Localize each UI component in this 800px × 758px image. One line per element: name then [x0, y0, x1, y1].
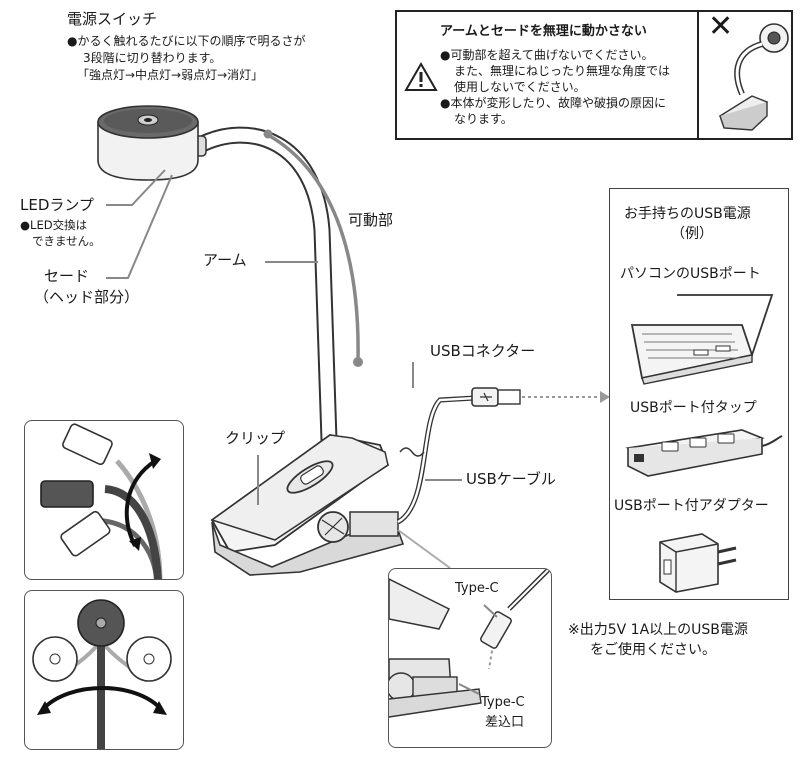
head-tilt-illustration	[40, 423, 163, 579]
usb-cable-label: USBケーブル	[466, 470, 556, 488]
lamp-note-2: できません。	[32, 234, 101, 248]
switch-title: 電源スイッチ	[67, 10, 158, 28]
warning-title: アームとセードを無理に動かさない	[440, 24, 647, 39]
head-tilt-panel	[24, 420, 184, 580]
switch-line-3: 「強点灯→中点灯→弱点灯→消灯」	[77, 68, 264, 82]
arm-label: アーム	[203, 251, 247, 269]
typec-port-label: Type-C	[481, 695, 525, 710]
head-rotate-panel	[24, 590, 184, 750]
power-note-line-2: をご使用ください。	[590, 642, 716, 658]
usb-connector-label: USBコネクター	[430, 342, 536, 360]
shade-sublabel: （ヘッド部分）	[34, 288, 140, 306]
power-note-line-1: ※出力5V 1A以上のUSB電源	[568, 622, 748, 638]
warning-line-1: ●可動部を超えて曲げないでください。	[440, 48, 654, 62]
overbent-lamp-icon	[718, 23, 789, 131]
movable-label: 可動部	[348, 211, 394, 229]
usb-connector	[471, 387, 521, 407]
typec-plug-label: Type-C	[455, 581, 499, 596]
clip-body	[210, 434, 405, 576]
switch-line-2: 3段階に切り替わります。	[83, 51, 222, 65]
warning-line-2: また、無理にねじったり無理な角度では	[454, 64, 671, 78]
warning-line-3: 使用しないでください。	[454, 80, 586, 94]
typec-port-sublabel: 差込口	[485, 715, 525, 730]
warning-triangle-icon	[404, 62, 438, 91]
switch-line-1: ●かるく触れるたびに以下の順序で明るさが	[67, 34, 306, 48]
usb-source-tap: USBポート付タップ	[630, 400, 757, 416]
typec-zoom-illustration	[389, 569, 551, 718]
lamp-note-1: ●LED交換は	[20, 218, 88, 232]
prohibited-cross-icon: ✕	[708, 9, 734, 44]
usb-source-title: お手持ちのUSB電源	[624, 206, 751, 222]
head-rotate-illustration	[32, 599, 172, 749]
warning-divider	[697, 10, 699, 140]
usb-adapter-icon	[659, 533, 737, 593]
usb-source-box	[609, 188, 789, 600]
laptop-icon	[630, 294, 774, 385]
power-strip-icon	[625, 429, 783, 477]
lamp-head	[97, 105, 207, 181]
typec-zoom-panel: Type-C Type-C 差込口	[388, 568, 552, 748]
usb-source-pc: パソコンのUSBポート	[620, 266, 761, 282]
usb-cable	[396, 395, 476, 525]
warning-box	[395, 10, 793, 140]
lamp-label: LEDランプ	[20, 196, 94, 214]
shade-label: セード	[44, 267, 90, 285]
warning-line-4: ●本体が変形したり、故障や破損の原因に	[440, 96, 666, 110]
warning-line-5: なります。	[454, 112, 513, 126]
usb-source-example: （例）	[671, 226, 713, 242]
movable-range-indicator	[267, 133, 360, 361]
clip-label: クリップ	[225, 429, 286, 447]
usb-source-adapter: USBポート付アダプター	[614, 498, 769, 514]
